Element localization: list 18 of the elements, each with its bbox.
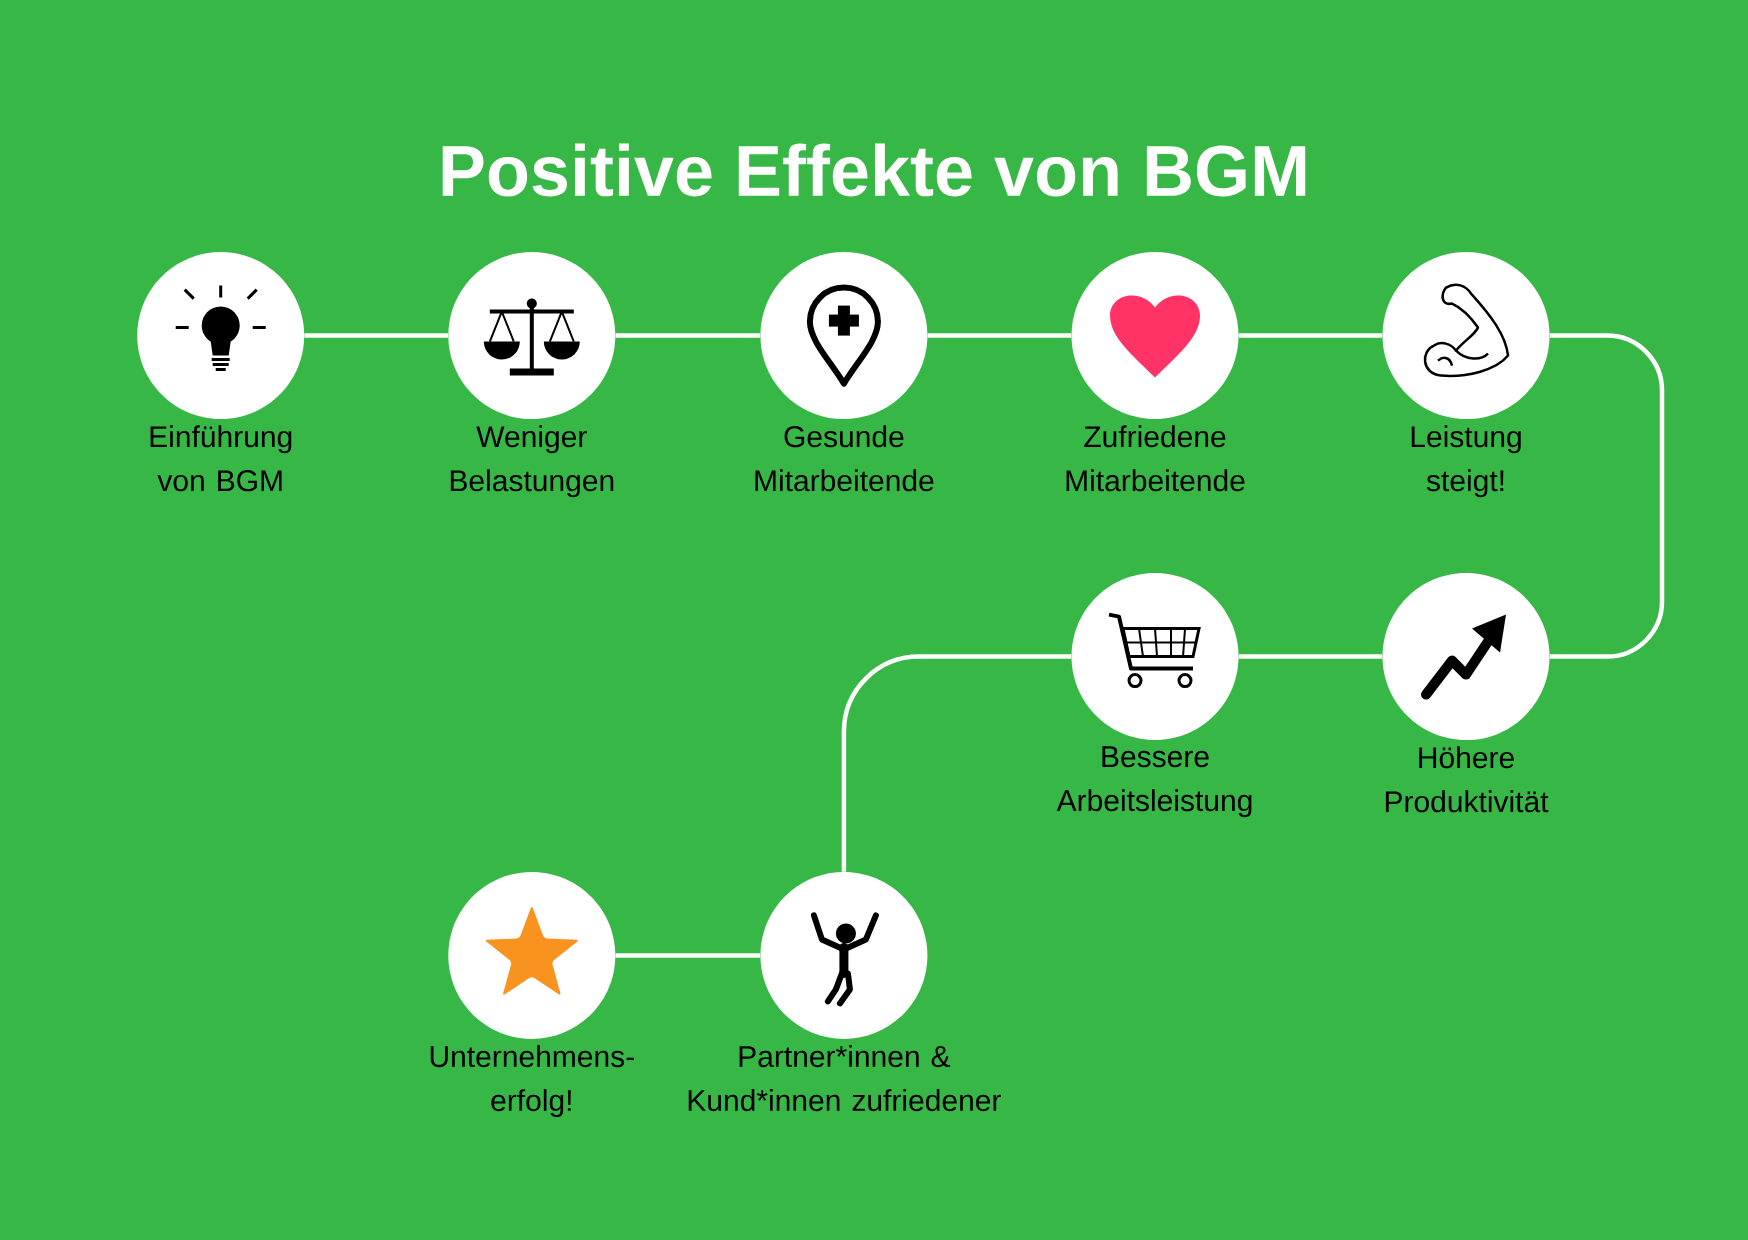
title: Positive Effekte von BGM — [442, 143, 1306, 197]
connector-line — [1549, 333, 1665, 659]
step-label: Höhere Produktivität — [1385, 746, 1549, 813]
connector-line — [1238, 654, 1383, 659]
step-label: Partner*innen & Kund*innen zufriedener — [688, 1045, 1001, 1112]
connector-line — [304, 333, 449, 338]
step-label: Leistung steigt! — [1411, 425, 1521, 498]
connector-line — [927, 333, 1072, 338]
connector-line — [841, 654, 1072, 872]
connector-line — [615, 953, 761, 958]
connector-line — [615, 333, 761, 338]
step-label: Gesunde Mitarbeitende — [755, 425, 934, 492]
connector-line — [1238, 333, 1383, 338]
step-label: Einführung von BGM — [150, 425, 292, 492]
step-label: Weniger Belastungen — [450, 425, 614, 498]
step-label: Bessere Arbeitsleistung — [1056, 746, 1252, 818]
step-label: Unternehmens- erfolg! — [430, 1045, 634, 1118]
step-label: Zufriedene Mitarbeitende — [1066, 425, 1245, 492]
